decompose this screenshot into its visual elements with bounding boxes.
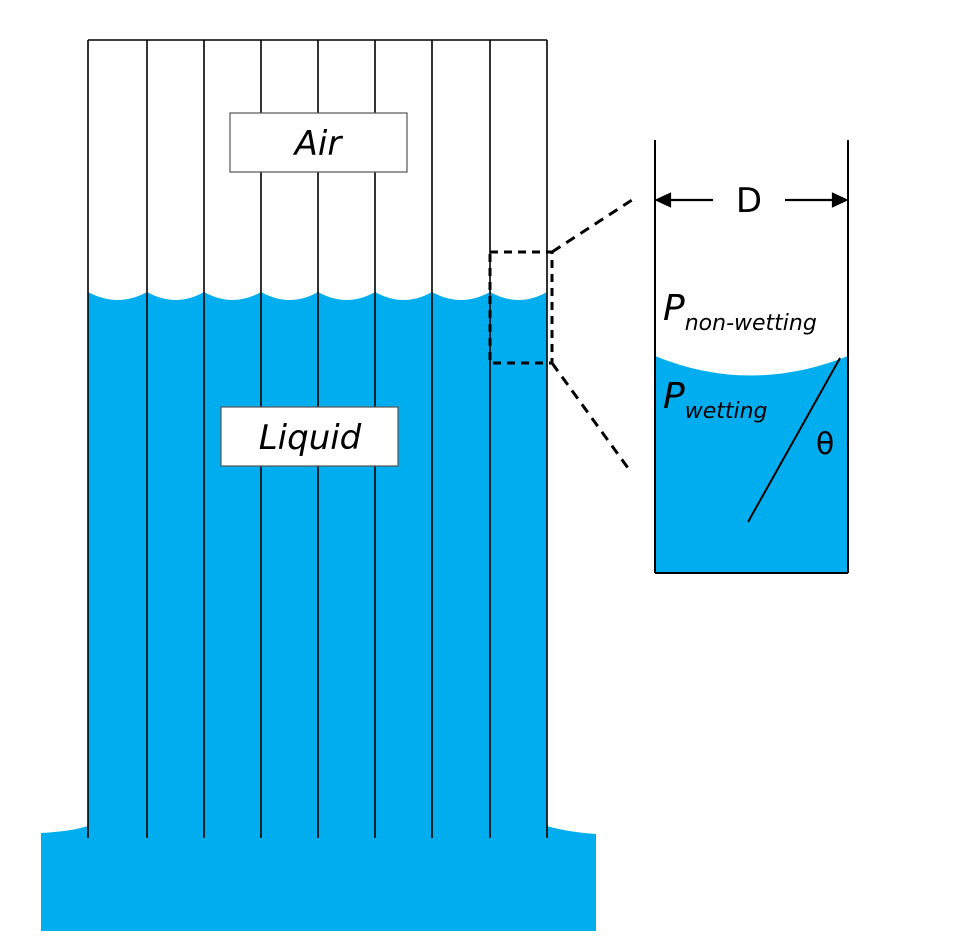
svg-text:Air: Air: [293, 124, 344, 164]
contact-angle-label: θ: [816, 427, 834, 462]
zoomed-liquid: [655, 356, 848, 573]
svg-text:Liquid: Liquid: [259, 418, 362, 458]
diameter-label: D: [736, 181, 762, 221]
zoom-region-box: [488, 250, 554, 365]
liquid-label: Liquid: [220, 406, 399, 467]
pressure-non-wetting-label: Pnon-wetting: [663, 288, 817, 336]
pressure-wetting-label: Pwetting: [663, 376, 768, 424]
zoom-connector-top: [551, 198, 633, 254]
air-label: Air: [229, 112, 408, 173]
liquid-reservoir: [41, 826, 596, 931]
zoomed-capillary: D Pnon-wetting Pwetting θ: [654, 140, 849, 574]
contact-angle-line: [747, 357, 841, 523]
zoom-connector-bottom: [550, 362, 630, 469]
diameter-arrow: [654, 192, 849, 208]
